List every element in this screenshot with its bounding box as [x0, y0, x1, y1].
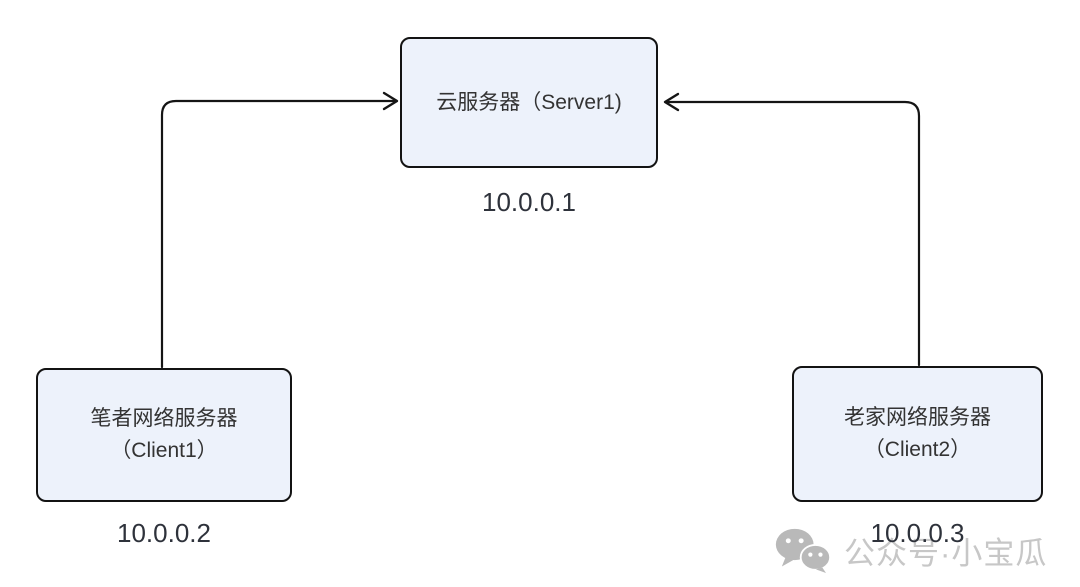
node-server: 云服务器（Server1): [400, 37, 658, 168]
edge-client1-to-server: [160, 91, 399, 369]
node-client2-ip: 10.0.0.3: [870, 518, 965, 548]
node-client2-label-line1: 老家网络服务器: [844, 406, 991, 429]
node-client1-label-line2: （Client1）: [110, 439, 218, 462]
wechat-icon: [775, 528, 832, 573]
node-server-label: 云服务器（Server1): [436, 90, 622, 114]
node-client1-label-line1: 笔者网络服务器: [90, 407, 238, 430]
node-server-ip: 10.0.0.1: [482, 187, 576, 217]
node-client2-label-line2: （Client2）: [863, 438, 972, 461]
watermark: 公众号·小宝瓜: [774, 526, 1047, 574]
node-client1: 笔者网络服务器 （Client1）: [36, 368, 292, 502]
watermark-text: 公众号·小宝瓜: [844, 535, 1048, 571]
node-client1-ip: 10.0.0.2: [117, 518, 211, 548]
node-client2: 老家网络服务器 （Client2）: [792, 366, 1043, 502]
edge-client2-to-server: [663, 92, 921, 367]
